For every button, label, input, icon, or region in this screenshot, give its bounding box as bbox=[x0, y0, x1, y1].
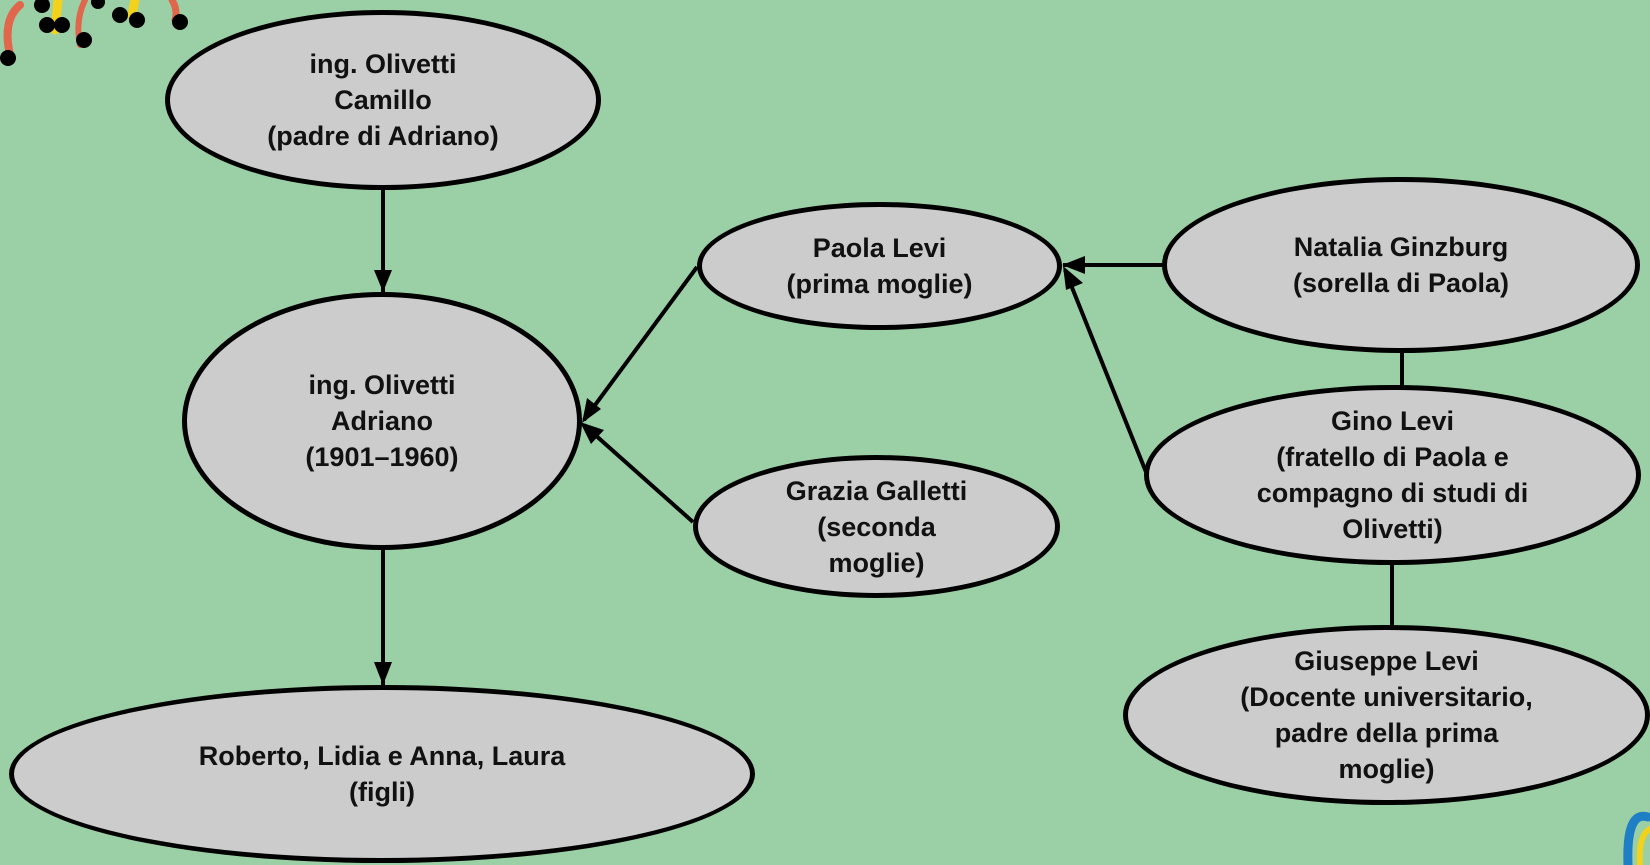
corner-doodle-bottom-right bbox=[1623, 811, 1650, 865]
corner-doodle-top-left bbox=[0, 0, 188, 66]
node-adriano-label: ing. Olivetti Adriano (1901–1960) bbox=[305, 370, 459, 472]
edge-grazia-adriano bbox=[582, 423, 695, 524]
arrowhead-paola-from-gino bbox=[1063, 266, 1083, 290]
arrowhead-paola-from-natalia bbox=[1062, 256, 1085, 274]
node-figli-label: Roberto, Lidia e Anna, Laura (figli) bbox=[198, 741, 566, 807]
arrowhead-adriano-from-grazia bbox=[580, 422, 604, 444]
arrowhead-figli-top bbox=[374, 662, 392, 685]
node-giuseppe-label: Giuseppe Levi (Docente universitario, pa… bbox=[1240, 646, 1533, 784]
node-adriano: ing. Olivetti Adriano (1901–1960) bbox=[182, 292, 582, 550]
node-natalia-label: Natalia Ginzburg (sorella di Paola) bbox=[1292, 232, 1510, 298]
node-grazia-label: Grazia Galletti (seconda moglie) bbox=[785, 475, 968, 578]
node-giuseppe: Giuseppe Levi (Docente universitario, pa… bbox=[1123, 625, 1650, 805]
node-camillo-label: ing. Olivetti Camillo (padre di Adriano) bbox=[267, 49, 499, 151]
node-camillo: ing. Olivetti Camillo (padre di Adriano) bbox=[165, 10, 601, 190]
node-paola-label: Paola Levi (prima moglie) bbox=[786, 233, 973, 299]
node-gino-label: Gino Levi (fratello di Paola e compagno … bbox=[1256, 406, 1529, 544]
node-figli: Roberto, Lidia e Anna, Laura (figli) bbox=[9, 685, 755, 863]
arrowhead-adriano-top bbox=[374, 270, 392, 292]
node-paola: Paola Levi (prima moglie) bbox=[697, 202, 1062, 330]
node-natalia: Natalia Ginzburg (sorella di Paola) bbox=[1162, 177, 1640, 353]
arrowhead-adriano-from-paola bbox=[582, 398, 601, 423]
edge-gino-paola bbox=[1063, 269, 1148, 473]
node-gino: Gino Levi (fratello di Paola e compagno … bbox=[1144, 385, 1641, 565]
node-grazia: Grazia Galletti (seconda moglie) bbox=[693, 455, 1060, 598]
edge-paola-adriano bbox=[582, 265, 699, 422]
